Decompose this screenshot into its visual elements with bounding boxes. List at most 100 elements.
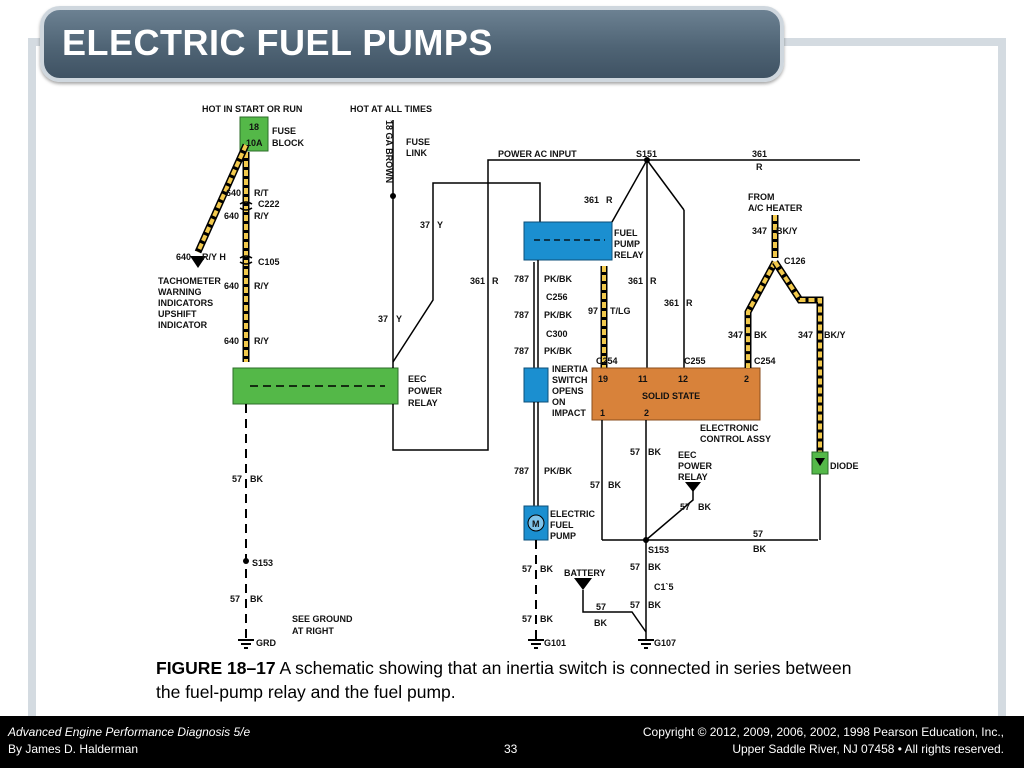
label-c254-b: C254	[754, 356, 776, 366]
label-eec-1: EEC	[408, 374, 427, 384]
label-c300: C300	[546, 329, 568, 339]
label-eec-3: RELAY	[408, 398, 438, 408]
label-57-bk-2: 57	[232, 474, 242, 484]
label-bk-347: BK	[754, 330, 767, 340]
label-fpr-2: PUMP	[614, 239, 640, 249]
fuel-pump-schematic: HOT IN START OR RUN HOT AT ALL TIMES 18 …	[158, 104, 860, 649]
label-ry-3: R/Y	[254, 336, 269, 346]
label-640-ry-2: 640	[224, 281, 239, 291]
footer-address: Upper Saddle River, NJ 07458 • All right…	[732, 742, 1004, 756]
label-bk-6: BK	[540, 564, 553, 574]
label-tach-4: UPSHIFT	[158, 309, 197, 319]
label-787-2: 787	[514, 310, 529, 320]
label-eca-2: CONTROL ASSY	[700, 434, 771, 444]
label-ep-1: ELECTRIC	[550, 509, 596, 519]
label-grd: GRD	[256, 638, 277, 648]
label-c255: C255	[684, 356, 706, 366]
frame-left-bar	[28, 38, 36, 718]
label-pin-2b: 2	[644, 408, 649, 418]
label-motor: M	[532, 519, 540, 529]
label-y-1: Y	[437, 220, 443, 230]
label-fuse-link-2: LINK	[406, 148, 427, 158]
label-eec-2: POWER	[408, 386, 443, 396]
label-tlg: T/LG	[610, 306, 631, 316]
label-c105: C105	[258, 257, 280, 267]
label-pin-19: 19	[598, 374, 608, 384]
label-57-bk-4: 57	[680, 502, 690, 512]
label-r-3: R	[650, 276, 657, 286]
label-pkbk-1: PK/BK	[544, 274, 573, 284]
label-347-bky-1: 347	[752, 226, 767, 236]
label-bk-10: BK	[648, 600, 661, 610]
label-solid-state: SOLID STATE	[642, 391, 700, 401]
label-361-r-3: 361	[628, 276, 643, 286]
label-g107: G107	[654, 638, 676, 648]
label-37-y-2: 37	[378, 314, 388, 324]
label-bk-9: BK	[594, 618, 607, 628]
diagram-labels: HOT IN START OR RUN HOT AT ALL TIMES 18 …	[158, 104, 859, 648]
caption-label: FIGURE 18–17	[156, 658, 276, 678]
label-57-bk-7: 57	[630, 562, 640, 572]
label-inertia-4: ON	[552, 397, 566, 407]
label-640-rt: 640	[226, 188, 241, 198]
label-y-2: Y	[396, 314, 402, 324]
label-pin-12: 12	[678, 374, 688, 384]
label-c175: C1`5	[654, 582, 674, 592]
label-c222: C222	[258, 199, 280, 209]
label-57-5: 57	[753, 529, 763, 539]
slide-title: ELECTRIC FUEL PUMPS	[62, 22, 493, 63]
label-fuse-10a: 10A	[246, 138, 263, 148]
label-inertia-1: INERTIA	[552, 364, 589, 374]
title-bar	[40, 6, 784, 82]
label-hot-start-run: HOT IN START OR RUN	[202, 104, 302, 114]
label-tach-2: WARNING	[158, 287, 202, 297]
label-ac-heater: A/C HEATER	[748, 203, 803, 213]
label-power-ac-input: POWER AC INPUT	[498, 149, 577, 159]
label-battery: BATTERY	[564, 568, 606, 578]
label-rt: R/T	[254, 188, 269, 198]
label-361-r-2: 361	[470, 276, 485, 286]
label-fpr-3: RELAY	[614, 250, 644, 260]
label-wire-361-top: 361	[752, 149, 767, 159]
label-787-4: 787	[514, 466, 529, 476]
label-inertia-5: IMPACT	[552, 408, 586, 418]
label-tach-1: TACHOMETER	[158, 276, 221, 286]
label-r-top: R	[756, 162, 763, 172]
label-g101: G101	[544, 638, 566, 648]
label-bky-2: BK/Y	[824, 330, 846, 340]
label-bky-1: BK/Y	[776, 226, 798, 236]
label-fuse-block-2: BLOCK	[272, 138, 304, 148]
label-57-bk-10: 57	[630, 600, 640, 610]
label-c126: C126	[784, 256, 806, 266]
label-347-bk: 347	[728, 330, 743, 340]
footer-book-title: Advanced Engine Performance Diagnosis 5/…	[8, 725, 251, 739]
label-see-ground: SEE GROUND	[292, 614, 353, 624]
label-pin-2: 2	[744, 374, 749, 384]
label-787-1: 787	[514, 274, 529, 284]
caption-text: A schematic showing that an inertia swit…	[156, 658, 852, 702]
label-c254-a: C254	[596, 356, 618, 366]
footer-copyright: Copyright © 2012, 2009, 2006, 2002, 1998…	[642, 725, 1004, 739]
label-at-right: AT RIGHT	[292, 626, 334, 636]
label-57-9: 57	[596, 602, 606, 612]
label-37-y-1: 37	[420, 220, 430, 230]
label-bk-1: BK	[648, 447, 661, 457]
label-r-2: R	[492, 276, 499, 286]
label-fuse-block: FUSE	[272, 126, 296, 136]
fuel-pump-relay-box	[523, 221, 613, 261]
label-eecr-2: POWER	[678, 461, 713, 471]
label-640-ry-3: 640	[224, 336, 239, 346]
label-pkbk-2: PK/BK	[544, 310, 573, 320]
label-ry-2: R/Y	[254, 281, 269, 291]
label-inertia-2: SWITCH	[552, 375, 588, 385]
label-bk-2: BK	[250, 474, 263, 484]
label-tach-5: INDICATOR	[158, 320, 208, 330]
label-18-ga-brown: 18 GA BROWN	[384, 120, 394, 183]
label-bk-3: BK	[608, 480, 621, 490]
label-ry-1: R/Y	[254, 211, 269, 221]
label-57-bk-6: 57	[522, 564, 532, 574]
label-r-4: R	[686, 298, 693, 308]
label-640-ry-1: 640	[224, 211, 239, 221]
label-ryh: R/Y H	[202, 252, 226, 262]
label-inertia-3: OPENS	[552, 386, 584, 396]
